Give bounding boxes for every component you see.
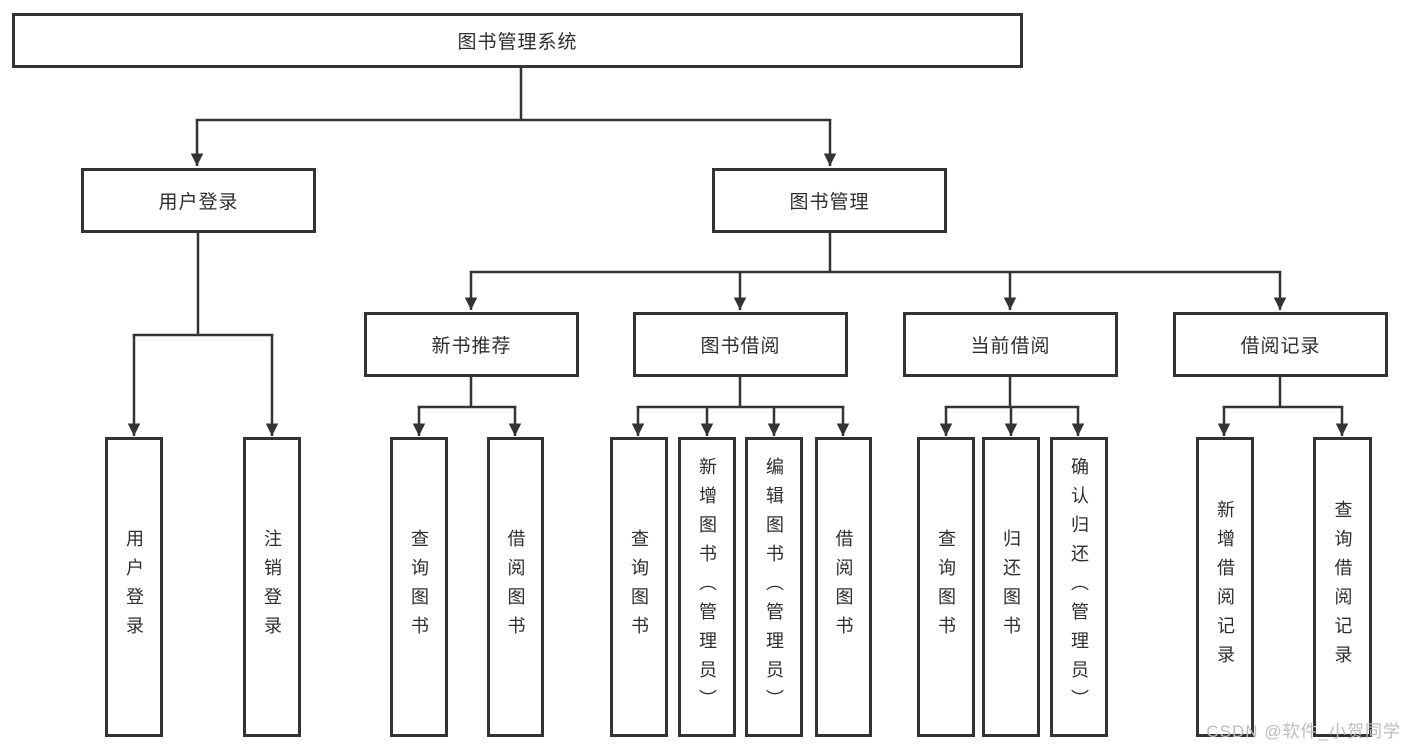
csdn-watermark: CSDN @软件_小贺同学 (1206, 722, 1401, 741)
node-current-borrow: 当前借阅 (903, 312, 1118, 377)
leaf-user-login: 用户登录 (105, 437, 163, 737)
leaf-current-confirm-return-admin: 确认归还（管理员） (1050, 437, 1108, 737)
node-user-login: 用户登录 (81, 168, 316, 233)
leaf-current-return-books: 归还图书 (982, 437, 1040, 737)
node-book-borrow: 图书借阅 (633, 312, 848, 377)
leaf-recommend-borrow-books: 借阅图书 (487, 437, 544, 737)
leaf-records-query-borrow-record: 查询借阅记录 (1313, 437, 1372, 737)
leaf-records-add-borrow-record: 新增借阅记录 (1196, 437, 1254, 737)
leaf-borrow-borrow-books: 借阅图书 (815, 437, 872, 737)
leaf-logout: 注销登录 (243, 437, 301, 737)
node-new-book-recommend: 新书推荐 (364, 312, 579, 377)
leaf-current-query-books: 查询图书 (917, 437, 975, 737)
leaf-borrow-add-books-admin: 新增图书（管理员） (678, 437, 736, 737)
leaf-borrow-edit-books-admin: 编辑图书（管理员） (745, 437, 803, 737)
node-book-management: 图书管理 (712, 168, 947, 233)
node-library-system: 图书管理系统 (12, 13, 1023, 68)
leaf-recommend-query-books: 查询图书 (390, 437, 448, 737)
leaf-borrow-query-books: 查询图书 (610, 437, 668, 737)
node-borrow-records: 借阅记录 (1173, 312, 1388, 377)
